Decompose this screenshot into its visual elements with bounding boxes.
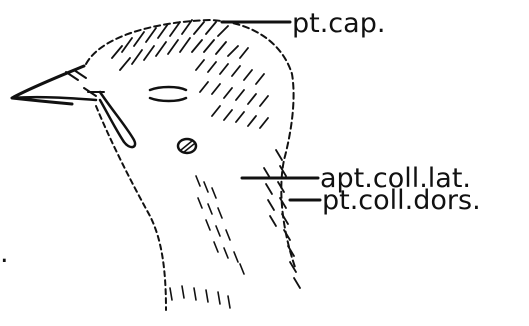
eye — [150, 87, 186, 101]
wattle — [100, 92, 135, 147]
label-pt-coll-dors: pt.coll.dors. — [322, 185, 481, 216]
capital-tract-feathers — [112, 20, 268, 128]
nostril-marks — [66, 70, 104, 96]
bird-head-drawing — [12, 20, 300, 310]
throat-feathers — [196, 176, 244, 274]
lower-neck-feathers — [170, 286, 230, 308]
edge-mark: . — [0, 238, 9, 269]
label-pt-cap: pt.cap. — [292, 8, 385, 39]
ear-hatching — [181, 141, 194, 152]
head-outline — [86, 20, 296, 270]
